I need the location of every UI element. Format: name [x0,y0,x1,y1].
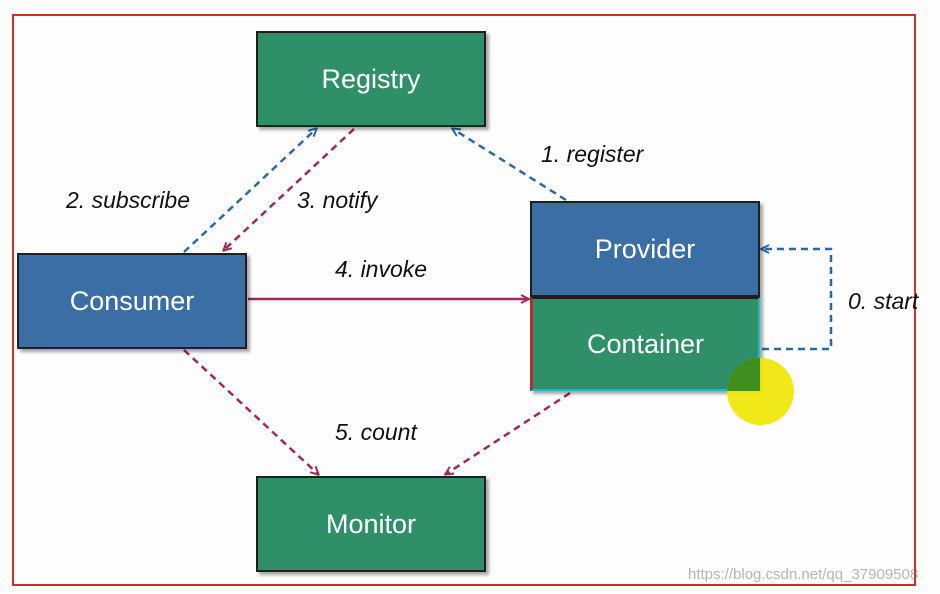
notify-arrow [224,128,355,250]
subscribe-label: 2. subscribe [66,187,191,213]
registry-label: Registry [321,63,421,94]
consumer-box: Consumer [17,253,247,349]
notify-label: 3. notify [297,187,378,213]
registry-box: Registry [256,31,486,127]
watermark-text: https://blog.csdn.net/qq_37909508 [688,566,919,583]
start-label: 0. start [848,288,919,314]
monitor-label: Monitor [325,508,417,539]
start-arrow [762,249,833,351]
count-arrow-provider [446,391,571,474]
register-label: 1. register [541,141,644,167]
invoke-label: 4. invoke [335,256,428,282]
register-arrow [453,129,567,202]
subscribe-arrow [183,129,316,253]
provider-box: Provider [530,201,760,297]
provider-label: Provider [594,233,696,264]
diagram-frame [12,14,916,586]
count-arrow-consumer [183,349,318,474]
container-box: Container [530,297,760,391]
container-label: Container [586,328,705,359]
monitor-box: Monitor [256,476,486,572]
count-label: 5. count [335,419,417,445]
consumer-label: Consumer [69,285,195,316]
